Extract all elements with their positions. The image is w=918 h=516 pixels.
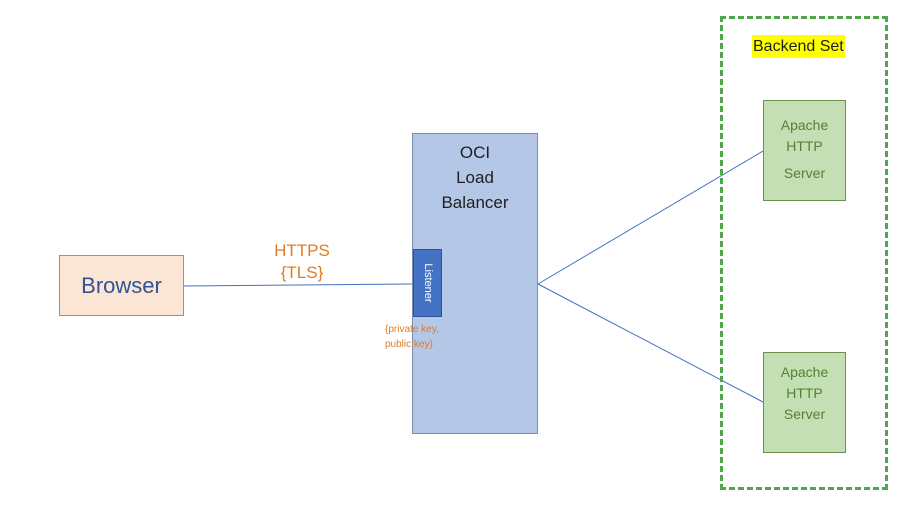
load-balancer-title-line: OCI <box>459 143 491 162</box>
protocol-label: HTTPS <box>274 241 330 260</box>
server-label-line: HTTP <box>786 138 823 154</box>
server-label-line: Apache <box>780 117 829 133</box>
load-balancer-to-server-2-line <box>537 283 764 403</box>
browser-node: Browser <box>59 255 184 316</box>
load-balancer-to-server-1-line <box>537 150 764 285</box>
server-label-line: Server <box>783 406 826 422</box>
load-balancer-title: OCI Load Balancer <box>413 140 537 215</box>
backend-set-title: Backend Set <box>752 35 845 58</box>
load-balancer-title-line: Balancer <box>441 193 509 212</box>
browser-label: Browser <box>81 272 162 298</box>
listener-keys-label: {private key, public key} <box>385 322 475 352</box>
keys-line: {private key, <box>385 324 439 335</box>
load-balancer-title-line: Load <box>456 168 494 187</box>
apache-server-node: Apache HTTP Server <box>763 100 846 201</box>
security-label: {TLS} <box>280 263 324 282</box>
listener-node: Listener <box>413 249 442 317</box>
backend-set-group <box>720 16 888 490</box>
server-label-line: HTTP <box>786 385 823 401</box>
server-label-line: Server <box>783 165 826 181</box>
apache-server-node: Apache HTTP Server <box>763 352 846 453</box>
keys-line: public key} <box>385 339 433 350</box>
browser-to-listener-line <box>183 283 414 287</box>
server-label-line: Apache <box>780 364 829 380</box>
listener-label: Listener <box>421 263 434 303</box>
connection-label: HTTPS {TLS} <box>258 240 346 284</box>
